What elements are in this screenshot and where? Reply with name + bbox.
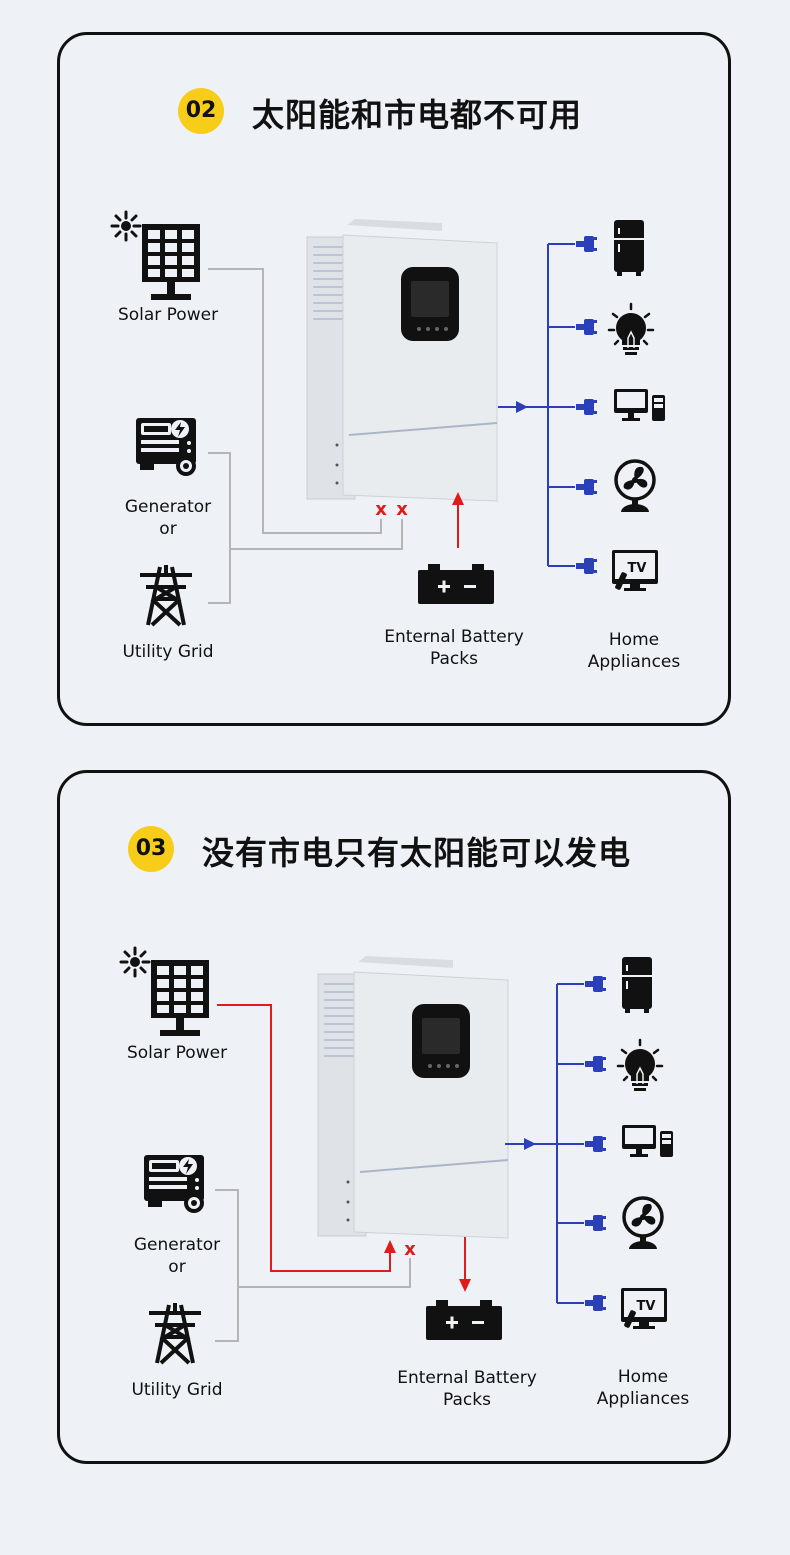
plug-icon	[576, 479, 597, 495]
solar-power-label: Solar Power	[117, 305, 219, 325]
plug-icon	[585, 1295, 606, 1311]
grid-input-line	[238, 1258, 411, 1288]
utility-tower-icon	[138, 563, 194, 627]
or-label: or	[168, 1257, 186, 1277]
home-label-line2: Appliances	[596, 1389, 690, 1409]
generator-grid-bracket	[215, 1189, 239, 1342]
grid-input-line	[230, 519, 403, 550]
battery-label-line2: Packs	[430, 649, 478, 669]
solar-input-line	[208, 268, 382, 534]
or-label: or	[159, 519, 177, 539]
battery-icon	[418, 564, 494, 604]
home-label-line1: Home	[608, 630, 660, 650]
plug-icon	[585, 1056, 606, 1072]
output-arrow-head	[524, 1138, 536, 1150]
plug-icon	[576, 399, 597, 415]
tv-icon-label: TV	[628, 561, 647, 576]
fridge-icon	[614, 220, 644, 276]
output-arrow-head	[516, 401, 528, 413]
generator-icon	[136, 418, 196, 476]
light-bulb-icon	[616, 1038, 664, 1093]
tv-icon-label: TV	[637, 1299, 656, 1314]
blocked-mark: x	[396, 499, 408, 520]
plug-icon	[576, 236, 597, 252]
computer-icon	[614, 389, 665, 421]
panel-02-diagram: x x TV	[110, 210, 665, 627]
solar-panel-icon	[110, 210, 202, 302]
blocked-mark: x	[404, 1239, 416, 1260]
fan-icon	[622, 1196, 664, 1251]
inverter-image	[317, 955, 509, 1239]
home-label-line2: Appliances	[587, 652, 681, 672]
solar-power-label: Solar Power	[126, 1043, 228, 1063]
plug-icon	[576, 319, 597, 335]
battery-label-line1: Enternal Battery	[384, 627, 524, 647]
plug-icon	[585, 1215, 606, 1231]
plug-icon	[576, 558, 597, 574]
generator-label: Generator	[133, 1235, 221, 1255]
utility-tower-icon	[147, 1301, 203, 1365]
battery-arrow-head	[459, 1279, 471, 1292]
utility-grid-label: Utility Grid	[131, 1380, 223, 1400]
fridge-icon	[622, 957, 652, 1013]
section-badge-03: 03	[128, 826, 174, 872]
battery-label-line2: Packs	[443, 1390, 491, 1410]
solar-arrow-head	[384, 1240, 396, 1253]
section-title-03: 没有市电只有太阳能可以发电	[202, 834, 632, 872]
solar-active-line	[217, 1004, 391, 1272]
section-badge-02: 02	[178, 88, 224, 134]
plug-icon	[585, 1136, 606, 1152]
section-title-02: 太阳能和市电都不可用	[252, 96, 583, 134]
light-bulb-icon	[607, 302, 655, 357]
generator-label: Generator	[124, 497, 212, 517]
home-label-line1: Home	[617, 1367, 669, 1387]
battery-icon	[426, 1300, 502, 1340]
generator-grid-bracket	[208, 452, 231, 604]
plug-icon	[585, 976, 606, 992]
blocked-mark: x	[375, 499, 387, 520]
battery-label-line1: Enternal Battery	[397, 1368, 537, 1388]
solar-panel-icon	[119, 946, 211, 1038]
fan-icon	[614, 459, 656, 514]
utility-grid-label: Utility Grid	[122, 642, 214, 662]
generator-icon	[144, 1155, 204, 1213]
panel-03-diagram: x TV	[119, 946, 673, 1365]
computer-icon	[622, 1125, 673, 1157]
inverter-image	[306, 218, 498, 502]
battery-arrow-head	[452, 492, 464, 505]
